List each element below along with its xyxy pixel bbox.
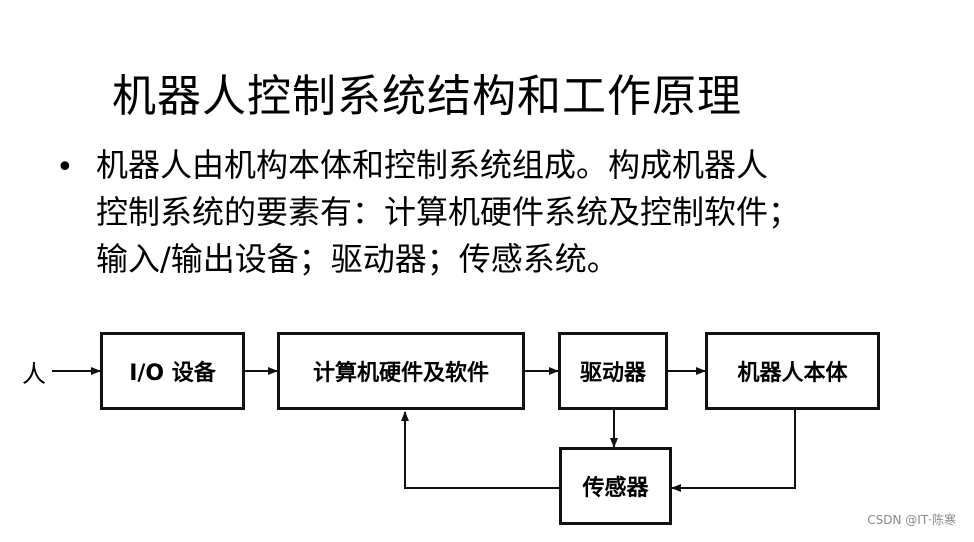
box-robot-body: 机器人本体 [705, 332, 880, 410]
csdn-watermark: CSDN @IT·陈寒 [867, 513, 956, 527]
bullet-line-3: 输入/输出设备；驱动器；传感系统。 [96, 240, 619, 278]
arrow-robot-to-sensor [671, 410, 796, 492]
box-sensor: 传感器 [559, 447, 672, 525]
bullet-marker: • [56, 150, 74, 185]
arrow-sensor-to-computer [401, 411, 559, 489]
input-person-label: 人 [22, 360, 46, 388]
box-io-device: I/O 设备 [100, 332, 245, 410]
box-driver: 驱动器 [558, 332, 668, 410]
bullet-paragraph: 机器人由机构本体和控制系统组成。构成机器人 控制系统的要素有：计算机硬件系统及控… [96, 142, 936, 283]
bullet-line-2: 控制系统的要素有：计算机硬件系统及控制软件； [96, 193, 801, 231]
box-computer-hw-sw: 计算机硬件及软件 [277, 332, 525, 410]
slide-title: 机器人控制系统结构和工作原理 [112, 71, 742, 122]
bullet-line-1: 机器人由机构本体和控制系统组成。构成机器人 [96, 146, 769, 184]
